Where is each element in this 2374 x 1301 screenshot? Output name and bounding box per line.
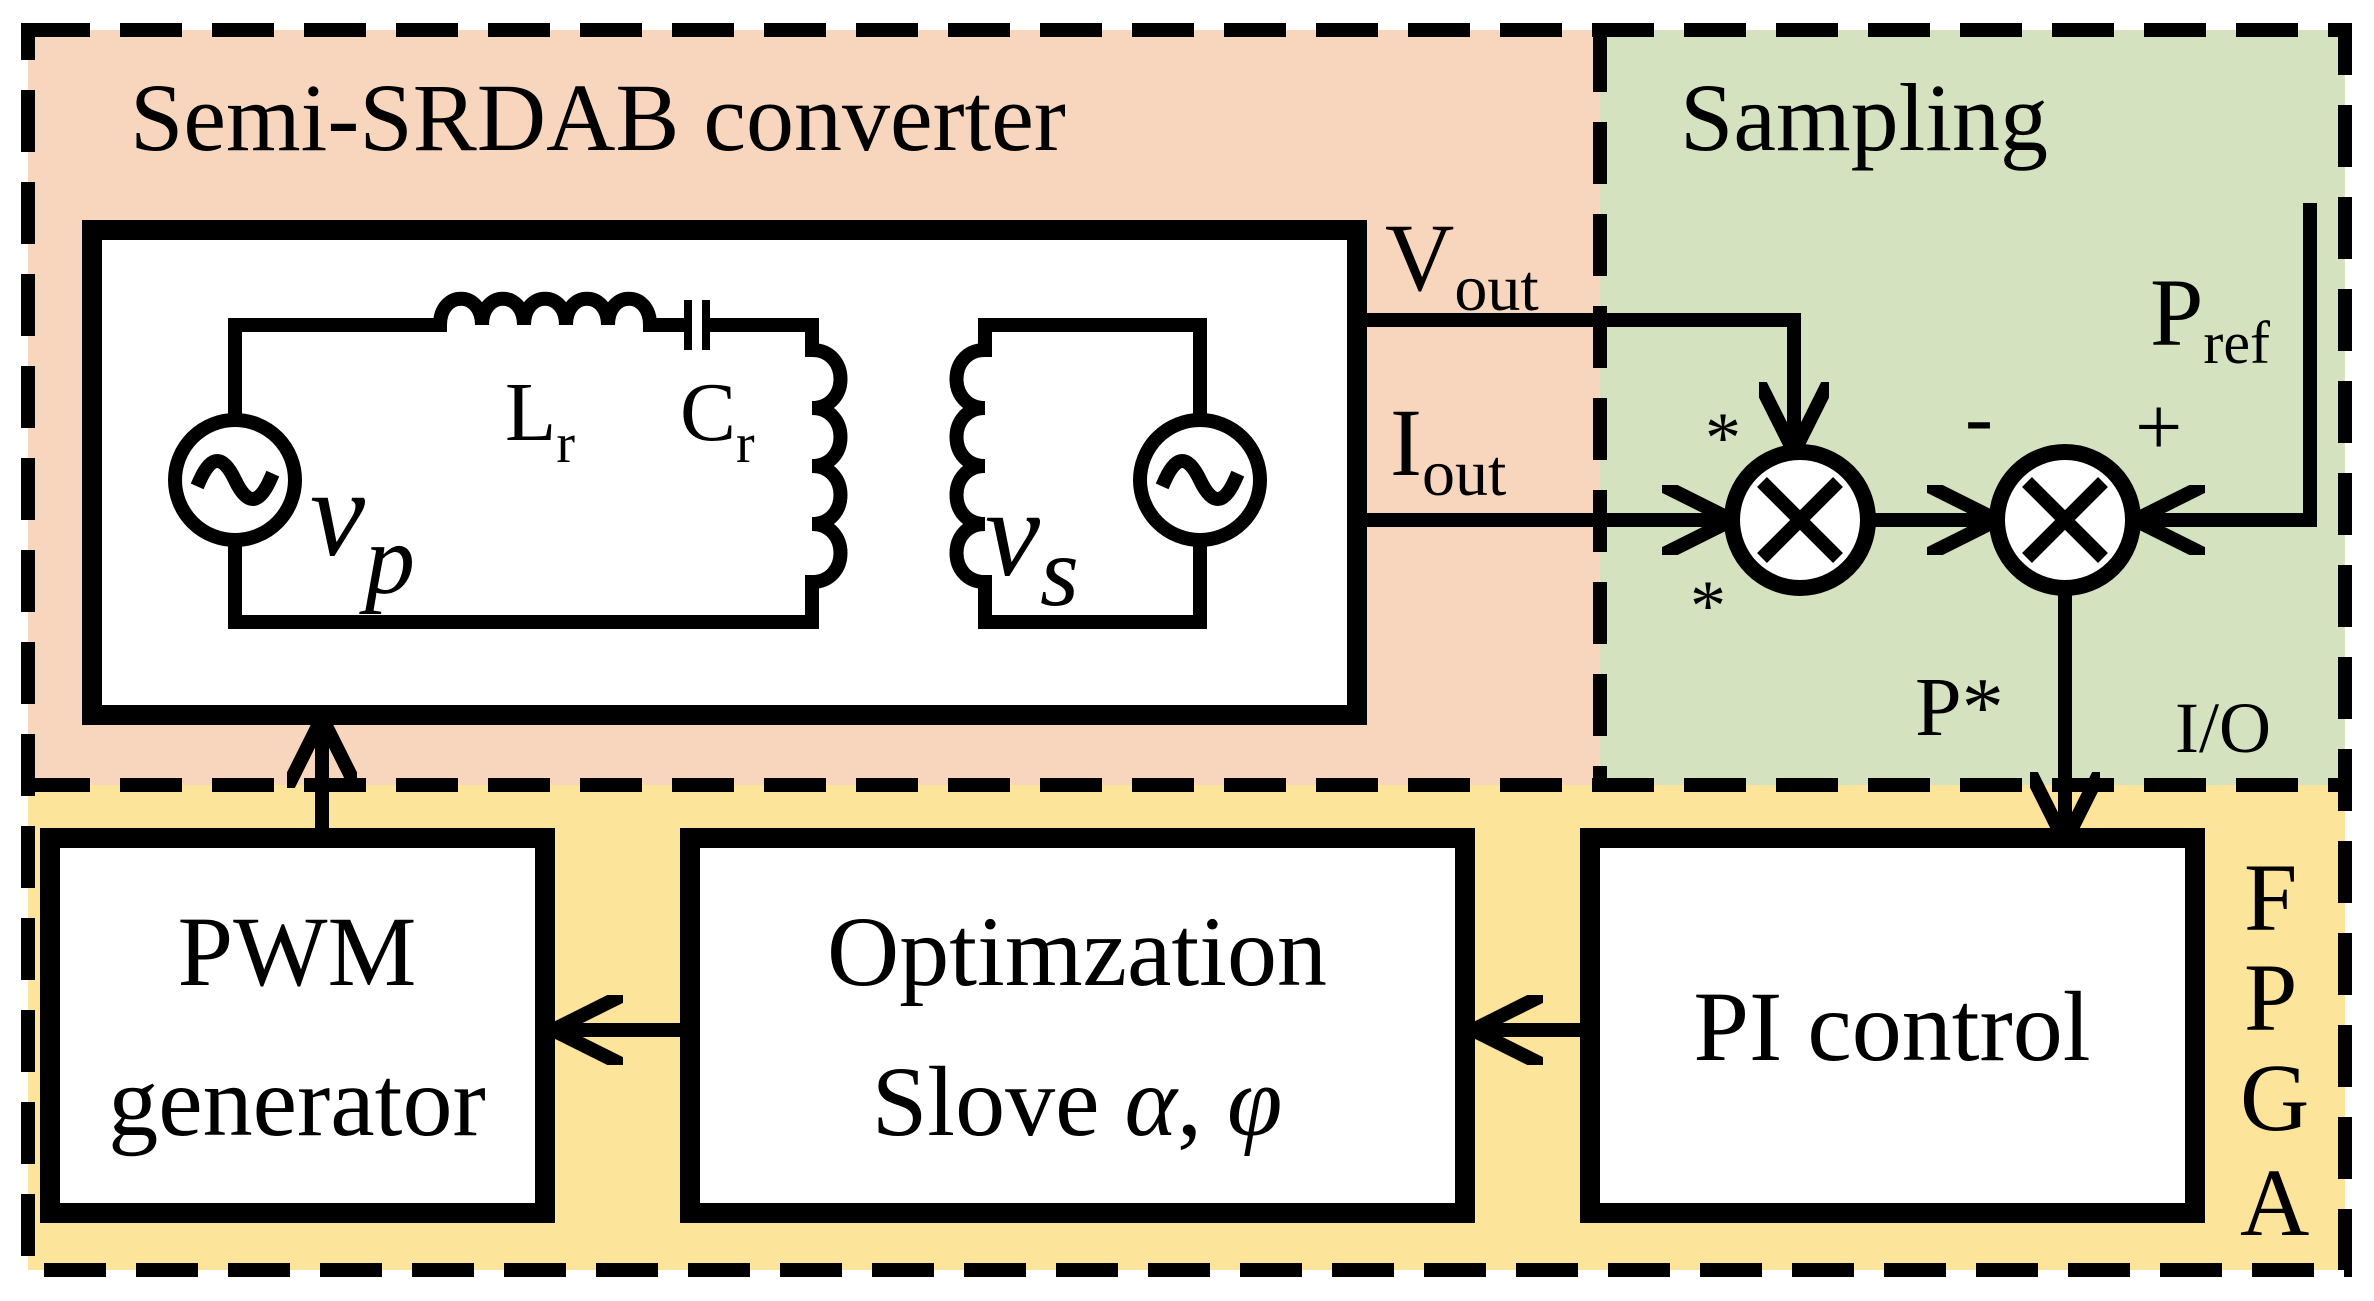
iout-sub: out: [1422, 437, 1506, 510]
vout-label: Vout: [1385, 204, 1539, 325]
lr-main: L: [505, 366, 556, 459]
sum-minus-sign: -: [1965, 371, 1993, 464]
pwm-generator-block: [40, 828, 555, 1223]
sampling-title: Sampling: [1680, 64, 2048, 171]
pref-wire: [2135, 203, 2317, 520]
opt-sep: ,: [1177, 1046, 1227, 1157]
vp-main: v: [310, 445, 366, 582]
pi-label: PI control: [1693, 971, 2090, 1082]
vs-main: v: [985, 465, 1041, 602]
cr-label: Cr: [680, 366, 755, 475]
mult-input-star-top: *: [1705, 398, 1741, 478]
pref-sub: ref: [2203, 310, 2270, 376]
multiplier-junction: [1724, 444, 1876, 596]
optimization-block: [680, 828, 1475, 1223]
opt-line2: Slove α, φ: [872, 1046, 1283, 1157]
lr-sub: r: [556, 413, 575, 475]
circuit-schematic: [168, 291, 1267, 629]
cr-sub: r: [736, 413, 755, 475]
opt-alpha: α: [1124, 1046, 1179, 1157]
opt-line2-prefix: Slove: [872, 1046, 1125, 1157]
cr-main: C: [680, 366, 736, 459]
opt-phi: φ: [1227, 1046, 1282, 1157]
vs-label: vs: [985, 465, 1079, 627]
pref-main: P: [2150, 259, 2203, 366]
pwm-line1: PWM: [178, 896, 417, 1007]
iout-label: Iout: [1390, 389, 1506, 510]
pstar-label: P*: [1915, 661, 2004, 754]
lr-label: Lr: [505, 366, 575, 475]
vout-wire: [1350, 313, 1794, 452]
sampling-region: [1600, 30, 2345, 785]
converter-title: Semi-SRDAB converter: [130, 64, 1066, 171]
vout-sub: out: [1454, 252, 1538, 325]
vs-sub: s: [1040, 516, 1079, 627]
summing-junction: [1989, 444, 2141, 596]
pref-label: Pref: [2150, 259, 2270, 376]
secondary-winding: [949, 342, 993, 590]
primary-winding: [804, 342, 848, 590]
mult-input-star-bottom: *: [1690, 566, 1726, 646]
pi-control-block: [1580, 828, 2205, 1223]
pwm-line2: generator: [108, 1046, 486, 1157]
sum-plus-sign: +: [2135, 381, 2182, 474]
vp-label: vp: [310, 445, 415, 615]
vp-sub: p: [359, 504, 415, 615]
fpga-letter-p: P: [2244, 944, 2297, 1051]
fpga-letter-a: A: [2240, 1149, 2309, 1256]
vout-main: V: [1385, 204, 1454, 311]
opt-line1: Optimzation: [827, 896, 1327, 1007]
fpga-letter-g: G: [2240, 1044, 2309, 1151]
fpga-letter-f: F: [2244, 844, 2297, 951]
inductor-lr: [432, 291, 658, 333]
iout-main: I: [1390, 389, 1422, 496]
outer-dashed-border: [21, 23, 2352, 1277]
io-label: I/O: [2175, 688, 2271, 768]
